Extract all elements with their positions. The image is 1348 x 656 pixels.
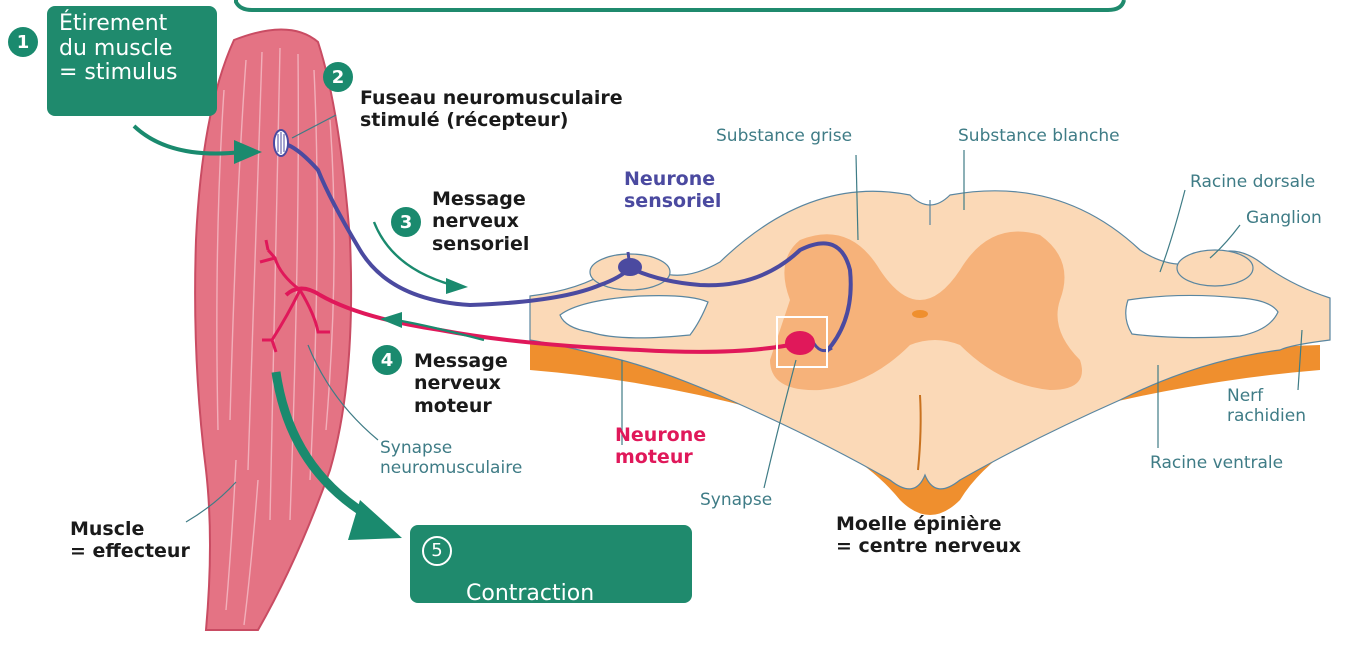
- label-neurone-sensoriel: Neurone sensoriel: [624, 168, 721, 213]
- step-5-box: 5 Contraction réflexe = réponse: [410, 525, 692, 603]
- step-2-badge: 2: [323, 62, 353, 92]
- step-4-label: Message nerveux moteur: [414, 350, 508, 417]
- label-substance-grise: Substance grise: [716, 126, 852, 146]
- top-banner-edge: [236, 0, 1124, 10]
- label-substance-blanche: Substance blanche: [958, 126, 1120, 146]
- label-neurone-moteur: Neurone moteur: [615, 424, 706, 469]
- step-5-badge: 5: [422, 536, 452, 566]
- step-5-text: Contraction réflexe = réponse: [466, 582, 692, 631]
- step-3-badge: 3: [391, 207, 421, 237]
- step-4-badge: 4: [372, 345, 402, 375]
- reflex-arc-diagram: 1 Étirement du muscle = stimulus 2 Fusea…: [0, 0, 1348, 635]
- right-ganglion: [1177, 250, 1253, 286]
- sensory-neuron-body: [618, 258, 642, 276]
- label-synapse-neuromusculaire: Synapse neuromusculaire: [380, 438, 522, 478]
- label-ganglion: Ganglion: [1246, 208, 1322, 228]
- label-racine-ventrale: Racine ventrale: [1150, 453, 1283, 473]
- label-nerf-rachidien: Nerf rachidien: [1227, 386, 1306, 426]
- label-moelle: Moelle épinière = centre nerveux: [836, 513, 1021, 558]
- sensory-message-arrowhead: [446, 278, 468, 294]
- label-synapse: Synapse: [700, 490, 772, 510]
- step-3-label: Message nerveux sensoriel: [432, 188, 529, 255]
- central-canal: [912, 310, 928, 318]
- label-muscle: Muscle = effecteur: [70, 518, 190, 563]
- motor-message-arrow: [396, 320, 484, 340]
- step-1-badge: 1: [8, 27, 38, 57]
- right-nerve-gap: [1126, 295, 1278, 337]
- step-1-box: Étirement du muscle = stimulus: [47, 6, 217, 116]
- motor-neuron-body: [785, 331, 815, 355]
- label-racine-dorsale: Racine dorsale: [1190, 172, 1315, 192]
- step-2-label: Fuseau neuromusculaire stimulé (récepteu…: [360, 87, 623, 132]
- motor-message-arrowhead: [380, 312, 402, 328]
